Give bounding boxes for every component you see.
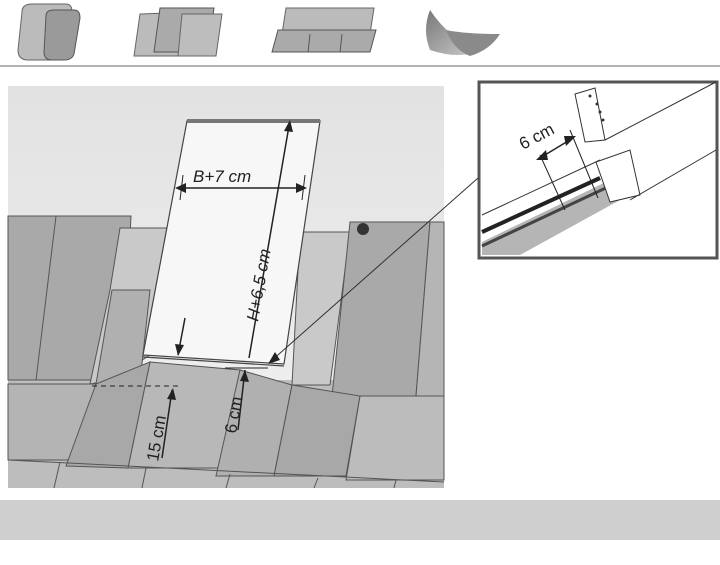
detail-inset: 6 cm (477, 80, 719, 260)
wood-shake-icon (426, 10, 500, 56)
width-dimension-label: B+7 cm (193, 167, 251, 186)
round-shingle-icon (17, 3, 81, 61)
screw-icon (357, 223, 369, 235)
rectangular-shingle-icon (133, 7, 223, 57)
bottom-bar (0, 500, 720, 540)
roof-panel: B+7 cm H+6,5 cm 6 cm 15 cm (7, 86, 479, 489)
slotted-shingle-icon (271, 7, 377, 53)
